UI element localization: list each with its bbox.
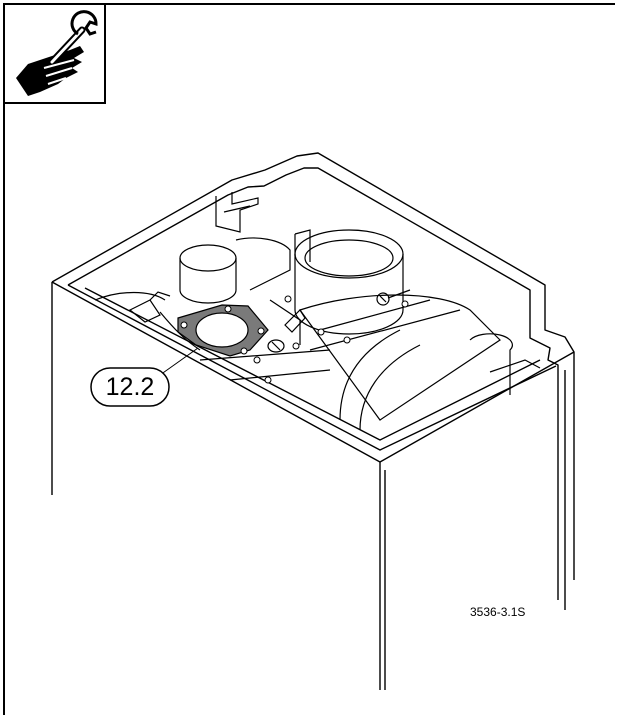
- screws: [253, 295, 409, 384]
- service-icon-box: [3, 3, 106, 104]
- callout-label: 12.2: [105, 373, 155, 401]
- callout-outline: [90, 367, 170, 407]
- callout-leader: [159, 347, 199, 376]
- figure-frame: [3, 3, 615, 715]
- internal-components: [94, 192, 541, 431]
- boiler-casing: [51, 152, 575, 690]
- gasket-part-12-2: [177, 304, 269, 357]
- figure-reference: 3536-3.1S: [470, 605, 526, 619]
- wrench-hand-icon: [16, 10, 98, 96]
